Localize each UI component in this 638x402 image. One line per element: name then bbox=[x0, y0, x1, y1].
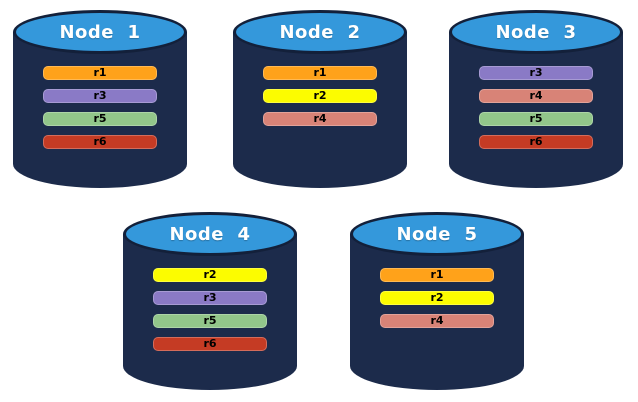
node-label: Node 1 bbox=[59, 22, 141, 43]
replica-label: r3 bbox=[529, 66, 543, 79]
node-cylinder-5: r1 r2 r4 Node 5 bbox=[350, 212, 524, 390]
cylinder-body bbox=[233, 32, 407, 188]
replica-label: r5 bbox=[93, 112, 107, 125]
replica-bar-r4: r4 bbox=[263, 112, 377, 126]
replica-bar-r1: r1 bbox=[380, 268, 494, 282]
cylinder-body bbox=[13, 32, 187, 188]
replica-label: r3 bbox=[93, 89, 107, 102]
replica-bar-r2: r2 bbox=[153, 268, 267, 282]
replica-label: r2 bbox=[430, 291, 444, 304]
cylinder-top: Node 4 bbox=[123, 212, 297, 256]
node-label: Node 4 bbox=[169, 224, 251, 245]
node-cylinder-3: r3 r4 r5 r6 Node 3 bbox=[449, 10, 623, 188]
replica-bar-r3: r3 bbox=[479, 66, 593, 80]
replica-label: r5 bbox=[529, 112, 543, 125]
cylinder-body bbox=[449, 32, 623, 188]
node-cylinder-2: r1 r2 r4 Node 2 bbox=[233, 10, 407, 188]
replica-label: r5 bbox=[203, 314, 217, 327]
replica-bar-r1: r1 bbox=[263, 66, 377, 80]
replica-bar-r4: r4 bbox=[380, 314, 494, 328]
replica-bar-r5: r5 bbox=[43, 112, 157, 126]
replica-label: r2 bbox=[313, 89, 327, 102]
replica-label: r6 bbox=[529, 135, 543, 148]
cylinder-body bbox=[123, 234, 297, 390]
cylinder-body bbox=[350, 234, 524, 390]
replica-label: r4 bbox=[529, 89, 543, 102]
cylinder-top: Node 5 bbox=[350, 212, 524, 256]
node-cylinder-1: r1 r3 r5 r6 Node 1 bbox=[13, 10, 187, 188]
replica-bar-r3: r3 bbox=[153, 291, 267, 305]
replica-label: r4 bbox=[313, 112, 327, 125]
replica-label: r1 bbox=[93, 66, 107, 79]
replica-bar-r1: r1 bbox=[43, 66, 157, 80]
cylinder-top: Node 1 bbox=[13, 10, 187, 54]
replica-label: r1 bbox=[430, 268, 444, 281]
replica-label: r3 bbox=[203, 291, 217, 304]
replica-label: r4 bbox=[430, 314, 444, 327]
replica-bar-r2: r2 bbox=[380, 291, 494, 305]
replica-label: r1 bbox=[313, 66, 327, 79]
replica-label: r2 bbox=[203, 268, 217, 281]
node-label: Node 3 bbox=[495, 22, 577, 43]
replica-bar-r5: r5 bbox=[153, 314, 267, 328]
replica-label: r6 bbox=[203, 337, 217, 350]
node-label: Node 5 bbox=[396, 224, 478, 245]
replica-bar-r6: r6 bbox=[153, 337, 267, 351]
replica-bar-r3: r3 bbox=[43, 89, 157, 103]
replica-bar-r6: r6 bbox=[43, 135, 157, 149]
replica-bar-r6: r6 bbox=[479, 135, 593, 149]
replica-bar-r5: r5 bbox=[479, 112, 593, 126]
node-label: Node 2 bbox=[279, 22, 361, 43]
replica-label: r6 bbox=[93, 135, 107, 148]
node-cylinder-4: r2 r3 r5 r6 Node 4 bbox=[123, 212, 297, 390]
replica-bar-r4: r4 bbox=[479, 89, 593, 103]
cylinder-top: Node 2 bbox=[233, 10, 407, 54]
cylinder-top: Node 3 bbox=[449, 10, 623, 54]
replica-bar-r2: r2 bbox=[263, 89, 377, 103]
